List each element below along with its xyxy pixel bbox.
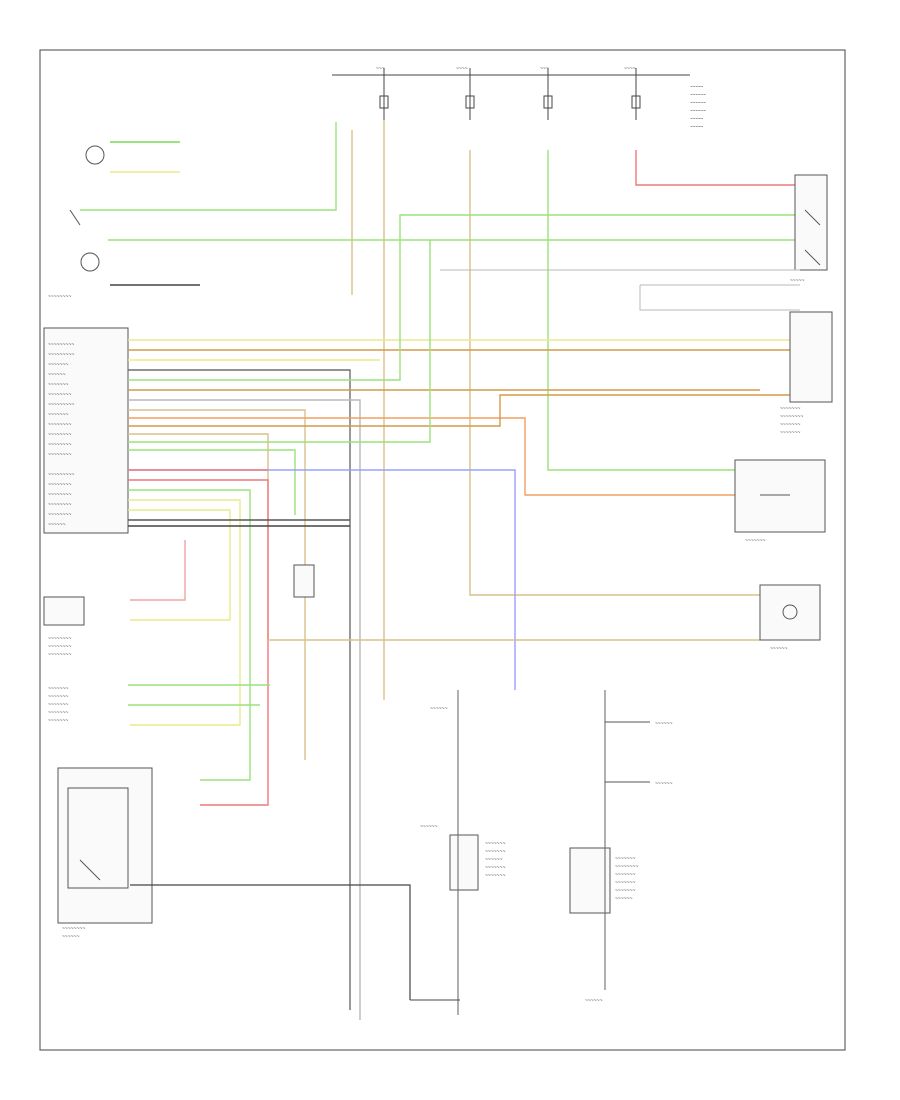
svg-text:~~~~~~: ~~~~~~ (420, 824, 438, 830)
svg-text:~~~~~~~~: ~~~~~~~~ (48, 502, 71, 508)
svg-text:~~~~~~~: ~~~~~~~ (48, 718, 69, 724)
svg-text:~~~~~~~: ~~~~~~~ (780, 430, 801, 436)
left-top-components: ~~~~~~~~ (48, 141, 800, 300)
svg-text:~~~~~~: ~~~~~~ (770, 646, 788, 652)
svg-text:~~~~~~~: ~~~~~~~ (48, 686, 69, 692)
svg-text:~~~~~~~~: ~~~~~~~~ (780, 414, 803, 420)
svg-text:~~~~~~~: ~~~~~~~ (48, 382, 69, 388)
svg-text:~~~~~~~~: ~~~~~~~~ (48, 482, 71, 488)
svg-text:~~~~~~~~: ~~~~~~~~ (48, 294, 71, 300)
svg-text:~~~~~~: ~~~~~~ (62, 934, 80, 940)
svg-text:~~~~~~~: ~~~~~~~ (615, 888, 636, 894)
svg-text:~~~~~~: ~~~~~~ (615, 896, 633, 902)
svg-text:~~~~~~~: ~~~~~~~ (485, 873, 506, 879)
svg-text:~~~~~: ~~~~~ (690, 84, 704, 89)
module-harness (128, 214, 800, 1020)
svg-text:~~~~: ~~~~ (624, 66, 636, 72)
svg-text:~~~~~~~: ~~~~~~~ (485, 865, 506, 871)
svg-text:~~~~~~: ~~~~~~ (655, 721, 673, 727)
svg-text:~~~~~~~: ~~~~~~~ (615, 880, 636, 886)
svg-text:~~~~~~~: ~~~~~~~ (780, 422, 801, 428)
svg-text:~~~~~~~: ~~~~~~~ (48, 362, 69, 368)
svg-text:~~~~~~~: ~~~~~~~ (615, 872, 636, 878)
svg-text:~~~~~~~~: ~~~~~~~~ (48, 392, 71, 398)
svg-text:~~~~~~: ~~~~~~ (690, 108, 706, 113)
cruise-switch-box: ~~~~~~~~~~~~~~ (57, 767, 411, 1000)
svg-text:~~~~~~: ~~~~~~ (485, 857, 503, 863)
fuses (379, 95, 641, 109)
svg-text:~~~~~~~~: ~~~~~~~~ (48, 492, 71, 498)
svg-text:~~~~~~: ~~~~~~ (655, 781, 673, 787)
right-components: ~~~~~ ~~~~~~~~~~~~~~~ ~~~~~~~~~~~~~~ ~~~… (440, 174, 833, 652)
fuse-feeds (80, 120, 800, 700)
svg-text:~~~~: ~~~~ (456, 66, 468, 72)
svg-text:~~~~~~~~~: ~~~~~~~~~ (48, 472, 74, 478)
svg-text:~~~~~: ~~~~~ (690, 124, 704, 129)
svg-text:~~~~~~~: ~~~~~~~ (745, 538, 766, 544)
svg-text:~~~~~~: ~~~~~~ (430, 706, 448, 712)
diagram-frame (39, 49, 846, 1051)
svg-text:~~~~~~~: ~~~~~~~ (48, 702, 69, 708)
svg-text:~~~~~~~: ~~~~~~~ (485, 849, 506, 855)
svg-text:~~~~~~~~: ~~~~~~~~ (48, 652, 71, 658)
svg-text:~~~~~: ~~~~~ (790, 278, 805, 284)
right-relay: ~~~~~~~~~~~~~~~ ~~~~~~~~~~~~~~ ~~~~~~~~~… (569, 690, 673, 1004)
svg-text:~~~~~~~~: ~~~~~~~~ (615, 864, 638, 870)
power-bus: ~~~~~~~ ~~~~~~~ ~~~~~~~~~~~ ~~~~~~~~~~~~… (332, 66, 706, 129)
svg-text:~~~~~~~~: ~~~~~~~~ (48, 644, 71, 650)
middle-relays: ~~~~~~~~~~~~~~ ~~~~~~~~~~~~~ ~~~~~~~ ~~~… (293, 564, 506, 1015)
svg-text:~~~~~~~~: ~~~~~~~~ (48, 442, 71, 448)
left-sensors: ~~~~~~~~ ~~~~~~~~ ~~~~~~~~ ~~~~~~~ ~~~~~~~… (43, 596, 85, 724)
svg-text:~~~~~~~~: ~~~~~~~~ (62, 926, 85, 932)
svg-text:~~~~~~: ~~~~~~ (48, 522, 66, 528)
svg-text:~~~~~~~: ~~~~~~~ (615, 856, 636, 862)
svg-text:~~~~~~: ~~~~~~ (585, 998, 603, 1004)
svg-text:~~~~~~~~~: ~~~~~~~~~ (48, 342, 74, 348)
svg-text:~~~~~~~~: ~~~~~~~~ (48, 512, 71, 518)
svg-text:~~~~~~~~~: ~~~~~~~~~ (48, 352, 74, 358)
svg-text:~~~~~~~~: ~~~~~~~~ (48, 422, 71, 428)
control-module: ~~~~~~~~~~~~~~~~~~ ~~~~~~~~~~~~~ ~~~~~~~… (43, 327, 129, 534)
svg-text:~~~~~~: ~~~~~~ (48, 372, 66, 378)
svg-text:~~~~~~~~~: ~~~~~~~~~ (48, 402, 74, 408)
svg-text:~~~~~~~~: ~~~~~~~~ (48, 636, 71, 642)
svg-text:~~~~~~: ~~~~~~ (690, 100, 706, 105)
svg-text:~~~~~~~: ~~~~~~~ (48, 694, 69, 700)
svg-text:~~~: ~~~ (540, 66, 549, 72)
svg-text:~~~~~: ~~~~~ (690, 116, 704, 121)
svg-text:~~~~~~~~: ~~~~~~~~ (48, 452, 71, 458)
svg-text:~~~~~~~~: ~~~~~~~~ (48, 432, 71, 438)
svg-text:~~~~~~~: ~~~~~~~ (780, 406, 801, 412)
svg-text:~~~: ~~~ (376, 66, 385, 72)
svg-text:~~~~~~~: ~~~~~~~ (485, 841, 506, 847)
svg-text:~~~~~~~: ~~~~~~~ (48, 710, 69, 716)
svg-text:~~~~~~~: ~~~~~~~ (48, 412, 69, 418)
svg-text:~~~~~~: ~~~~~~ (690, 92, 706, 97)
